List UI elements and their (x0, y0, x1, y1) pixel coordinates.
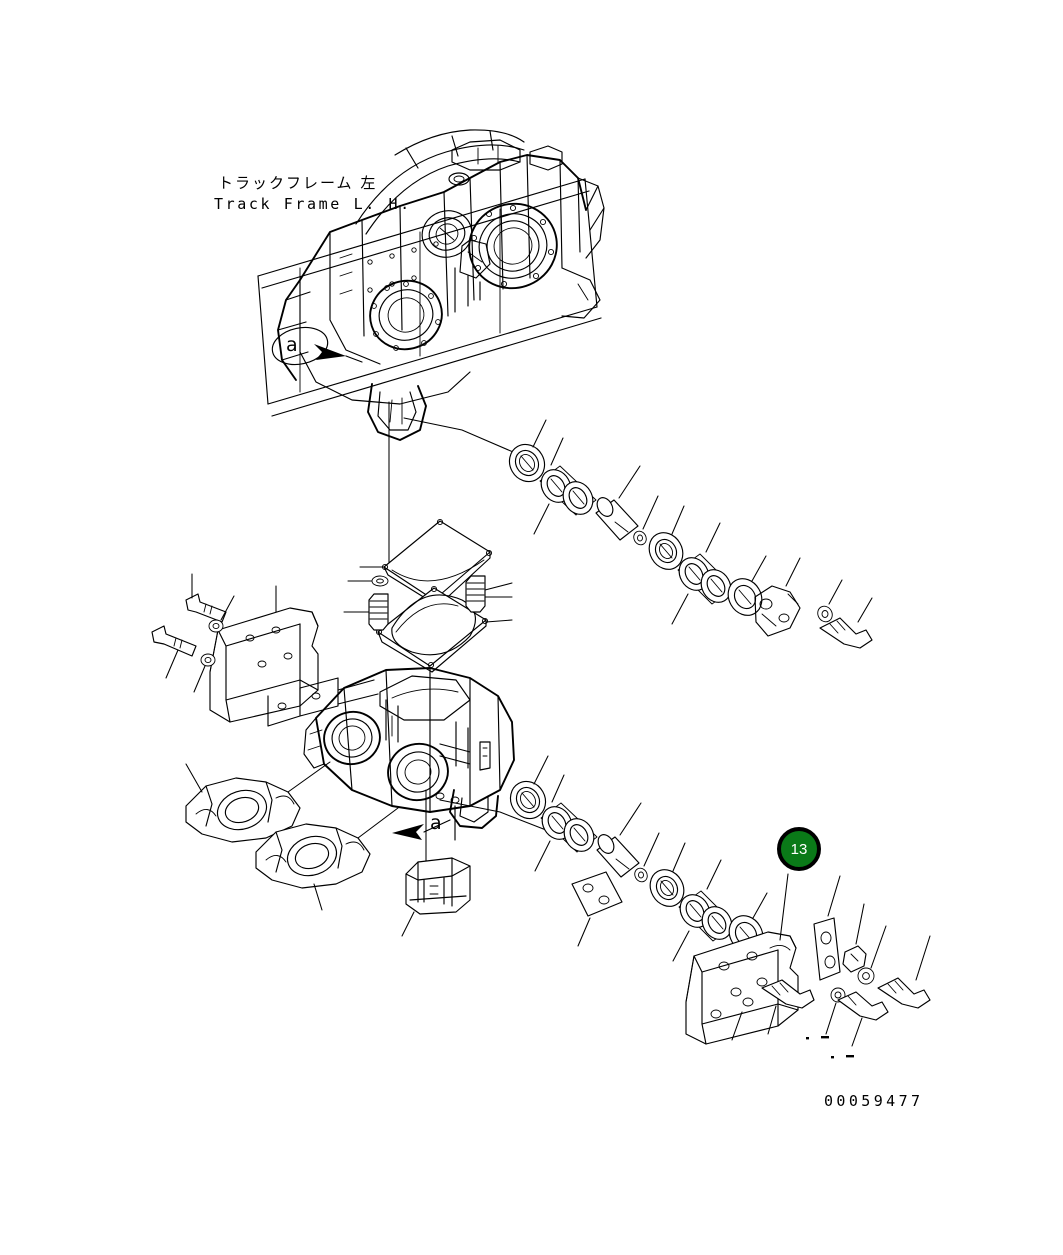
part-bolt-upper-right (819, 597, 873, 649)
part-cover-bolt-right (465, 575, 513, 613)
part-washer-small-upper (633, 495, 659, 546)
part-seal-ring-upper (508, 419, 547, 483)
parts-cover-group (343, 518, 513, 673)
part-bolt-right-a (877, 935, 931, 1009)
part-seal-ring-upper-2 (727, 555, 767, 616)
part-guard-plate-right-lower (685, 873, 799, 1045)
part-bearing-pair-lower (534, 774, 598, 872)
callout-badge-13[interactable]: 13 (777, 827, 821, 871)
part-washer-right-b (825, 987, 846, 1035)
drawing-number: 00059477 (824, 1092, 924, 1110)
part-bearing-pair-upper (533, 437, 597, 535)
part-cover-washer-left (347, 575, 389, 587)
part-seal-ring-lower (509, 755, 549, 820)
assembly-equalizer-housing-lower (303, 667, 515, 829)
part-bearing-cap-upper (185, 761, 331, 843)
part-guard-bolt-b (151, 625, 197, 679)
part-guard-bolt-a (185, 573, 227, 623)
part-nut-right (842, 903, 867, 973)
parts-row-lower (509, 755, 768, 962)
part-sleeve-lower (596, 802, 642, 878)
part-bolt-right-b (837, 991, 889, 1047)
part-pivot-block (401, 857, 471, 937)
part-sleeve-upper (595, 465, 641, 541)
part-bolt-lower-a (731, 1011, 743, 1041)
part-bracket-upper-right (754, 557, 801, 637)
part-bearing-race-lower (649, 842, 686, 907)
part-dome-cap (375, 585, 513, 673)
part-bearing-cap-lower (255, 807, 399, 911)
part-shim-plate-right (813, 875, 841, 981)
part-washer-right-a (857, 925, 887, 985)
parts-bearing-caps (185, 761, 399, 911)
part-bearing-pair-lower-2 (672, 859, 736, 962)
track-frame-label-en: Track Frame L. H. (214, 195, 412, 213)
detail-marker-a-lower (392, 805, 456, 841)
part-bearing-pair-upper-2 (671, 522, 735, 625)
parts-row-upper (508, 419, 873, 649)
part-cover-bolt-left (343, 593, 389, 631)
part-bearing-race-upper (648, 505, 685, 570)
part-bolt-right-c (761, 979, 815, 1035)
part-washer-small-lower (634, 832, 660, 883)
callout-badge-13-number: 13 (790, 840, 808, 858)
part-guard-washer-b (193, 653, 216, 693)
part-bracket-lower-mid (571, 871, 623, 947)
part-guard-washer-a (208, 595, 235, 633)
detail-marker-a-lower-label: a (430, 812, 442, 834)
part-cover-plate (359, 518, 493, 607)
assembly-track-frame-upper (257, 129, 605, 441)
dash-marks (806, 1036, 854, 1059)
detail-marker-a-upper (271, 326, 363, 366)
parts-guard-left-upper (151, 573, 379, 727)
detail-marker-a-upper-label: a (286, 334, 298, 356)
track-frame-label-jp: トラックフレーム 左 (218, 174, 378, 192)
part-washer-upper-right (817, 579, 843, 623)
